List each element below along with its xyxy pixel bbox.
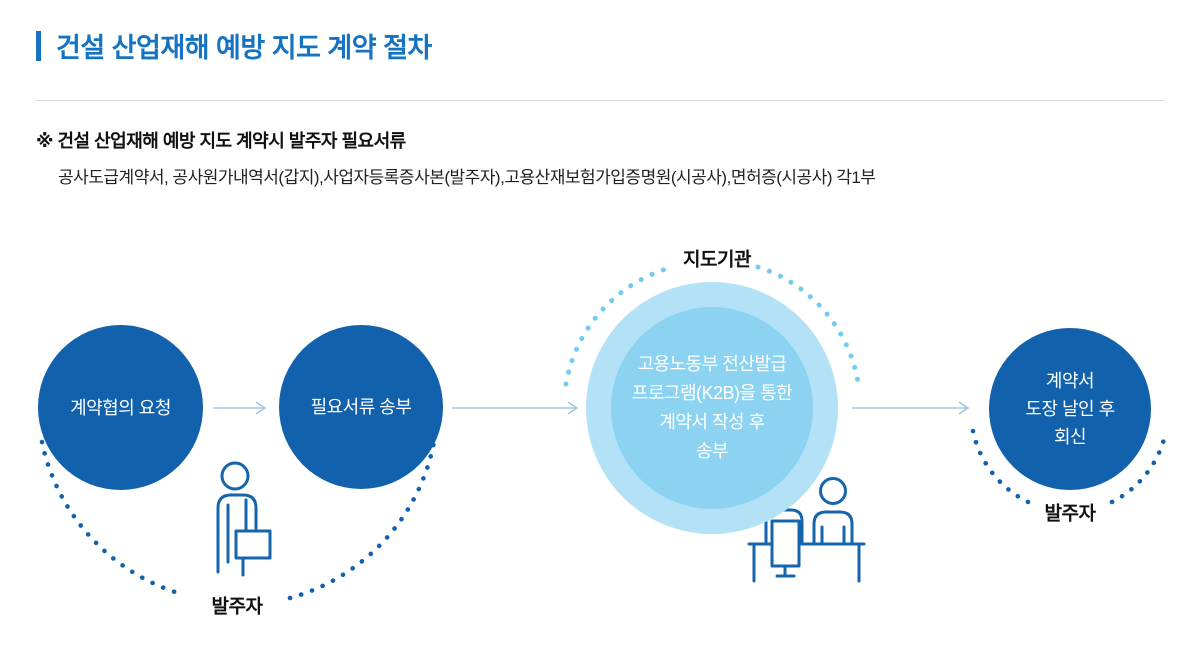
flow-step-2-circle: 필요서류 송부 (279, 325, 443, 489)
flow-arrow-3 (852, 401, 970, 415)
flow-step-1-circle: 계약협의 요청 (38, 325, 203, 490)
title-accent-bar-icon (36, 30, 41, 61)
flow-arrow-2 (452, 401, 579, 415)
owner-person-icon (216, 461, 272, 577)
flow-step-4-circle: 계약서 도장 날인 후 회신 (989, 328, 1151, 490)
flow-arrow-1 (213, 401, 267, 415)
flow-step-3-label: 고용노동부 전산발급 프로그램(K2B)을 통한 계약서 작성 후 송부 (611, 307, 813, 509)
owner-label-left: 발주자 (211, 596, 263, 618)
agency-label: 지도기관 (683, 249, 751, 271)
owner-label-right: 발주자 (1044, 503, 1096, 525)
flow-step-3-bubble: 고용노동부 전산발급 프로그램(K2B)을 통한 계약서 작성 후 송부 (586, 282, 838, 534)
required-documents-list: 공사도급계약서, 공사원가내역서(갑지),사업자등록증사본(발주자),고용산재보… (58, 168, 876, 187)
horizontal-divider (36, 100, 1164, 101)
required-documents-heading: ※ 건설 산업재해 예방 지도 계약시 발주자 필요서류 (36, 131, 406, 151)
page-title: 건설 산업재해 예방 지도 계약 절차 (56, 33, 432, 63)
page-title-row: 건설 산업재해 예방 지도 계약 절차 (36, 26, 432, 65)
